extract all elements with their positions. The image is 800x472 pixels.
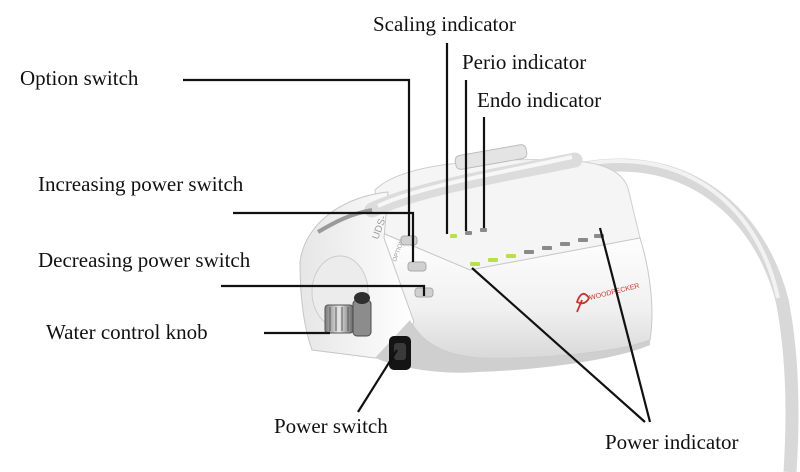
- leader-lines: [183, 43, 652, 423]
- leader-power-indicator-a: [471, 267, 646, 423]
- handpiece-tip: [316, 208, 373, 234]
- label-scaling-indicator: Scaling indicator: [373, 12, 516, 36]
- label-power-switch: Power switch: [274, 414, 388, 438]
- handpiece-shine: [377, 155, 573, 208]
- label-increasing-power-switch: Increasing power switch: [38, 172, 244, 196]
- label-decreasing-power-switch: Decreasing power switch: [38, 248, 251, 272]
- option-switch-button[interactable]: [400, 235, 418, 246]
- cable: [583, 158, 799, 472]
- label-water-control-knob: Water control knob: [46, 320, 208, 344]
- label-power-indicator: Power indicator: [605, 430, 739, 454]
- label-endo-indicator: Endo indicator: [477, 88, 602, 112]
- handpiece: [316, 144, 583, 234]
- water-control-knob[interactable]: [324, 292, 372, 337]
- label-perio-indicator: Perio indicator: [462, 50, 587, 74]
- leader-power-indicator-b: [598, 227, 652, 423]
- leader-option-switch: [183, 78, 411, 236]
- scaling-indicator-led: [450, 234, 457, 238]
- unit-front-panel: [379, 231, 653, 359]
- leader-power-switch: [357, 349, 398, 413]
- endo-indicator-led: [480, 228, 487, 232]
- leader-increasing-power: [233, 211, 415, 262]
- handpiece-holder: [454, 144, 528, 170]
- leader-decreasing-power: [221, 284, 426, 296]
- cable-highlight: [584, 158, 780, 299]
- increasing-power-button[interactable]: [407, 261, 427, 272]
- scaler-unit: [299, 159, 653, 373]
- power-level-leds: [470, 234, 604, 266]
- perio-indicator-led: [465, 231, 472, 235]
- label-option-switch: Option switch: [20, 66, 139, 90]
- power-switch-toggle[interactable]: [389, 336, 411, 370]
